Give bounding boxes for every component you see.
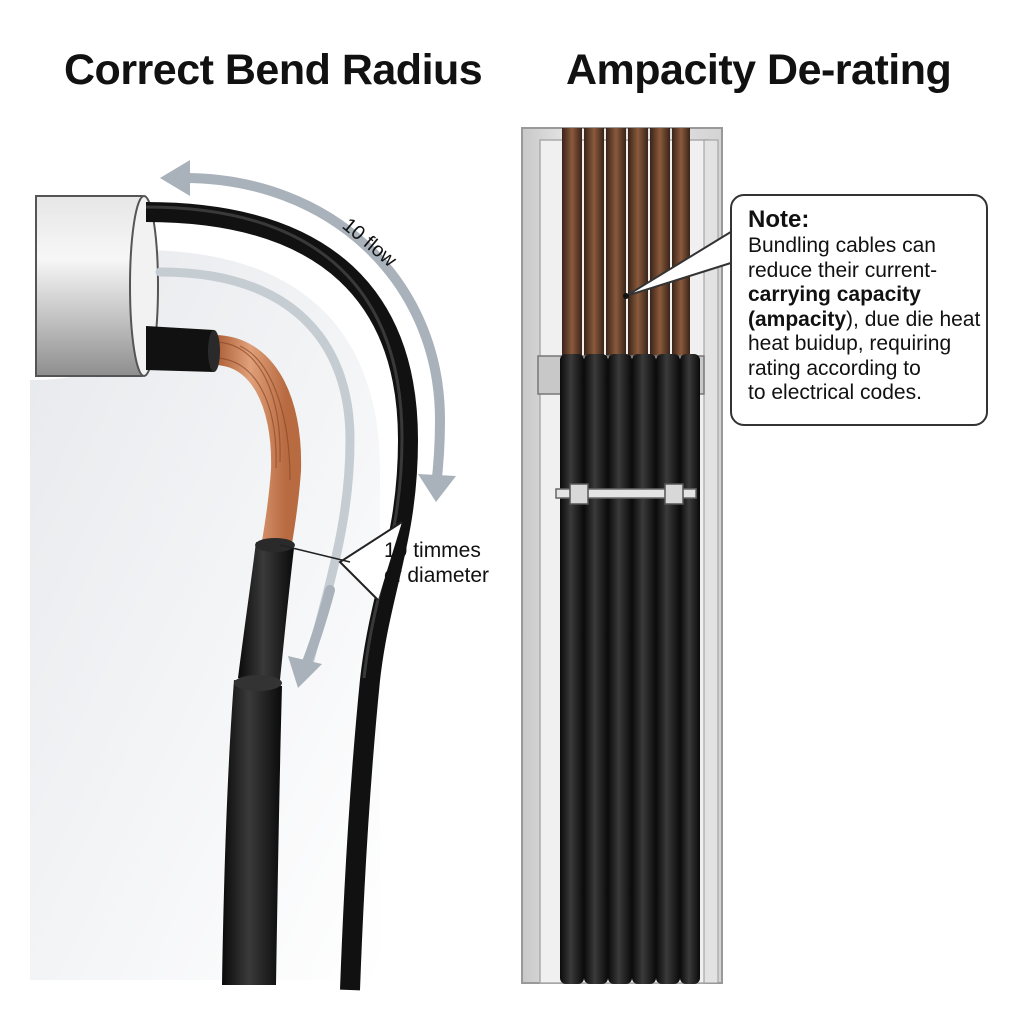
- inner-cable-jacket: [238, 542, 294, 680]
- bend-radius-label: 10 timmes of diameter: [384, 538, 489, 588]
- inner-cable-sheath-top: [146, 326, 214, 372]
- cable-tie-head-2: [664, 483, 684, 505]
- stripped-cable-5: [650, 128, 670, 360]
- cable-tie-head: [569, 483, 589, 505]
- bend-radius-title: Correct Bend Radius: [64, 46, 483, 94]
- bend-callout-pointer: [338, 521, 403, 601]
- sheath-cut-edge: [208, 330, 220, 372]
- bundled-cable-5: [656, 354, 680, 984]
- stripped-cable-4: [628, 128, 648, 360]
- note-line-3: carrying capacity: [748, 283, 921, 306]
- flow-arrow-down-head: [418, 474, 456, 502]
- bundled-cables: [560, 354, 700, 984]
- bundled-cable-2: [584, 354, 608, 984]
- inner-cable-outer-jacket: [222, 680, 282, 985]
- stripped-cable-tops: [562, 128, 690, 360]
- note-line-7: to electrical codes.: [748, 381, 922, 404]
- stripped-cable-3: [606, 128, 626, 360]
- bend-radius-label-line2: of diameter: [384, 564, 490, 587]
- note-line-2: reduce their current-: [748, 258, 938, 282]
- note-callout: Note: Bundling cables can reduce their c…: [730, 194, 988, 426]
- bend-callout-leader: [279, 544, 351, 563]
- note-line-4: (ampacity), due die heat: [748, 307, 980, 333]
- outer-jacket-edge: [234, 675, 282, 691]
- ampacity-panel: [521, 127, 735, 984]
- bend-radius-label-line1: 10 timmes: [384, 539, 481, 562]
- note-line-5: heat buidup, requiring: [748, 332, 952, 355]
- flow-arrow: [179, 173, 446, 491]
- copper-strands: [213, 341, 291, 481]
- flow-arrow-tail-head: [160, 160, 190, 196]
- cable-tie: [555, 483, 697, 505]
- stripped-cable-1: [562, 128, 582, 360]
- stripped-cable-6: [672, 128, 690, 360]
- note-line-4-bold: (ampacity: [748, 307, 847, 331]
- bundled-cable-4: [632, 354, 656, 984]
- bundled-cable-3: [608, 354, 632, 984]
- bundled-cable-1: [560, 354, 584, 984]
- radius-arrow-head: [288, 656, 322, 688]
- bend-radius-panel: [30, 160, 456, 991]
- note-pointer-dot: [623, 293, 629, 299]
- ampacity-title: Ampacity De-rating: [566, 46, 952, 94]
- note-line-1: Bundling cables can: [748, 234, 936, 257]
- note-title: Note:: [748, 206, 810, 233]
- note-line-4-rest: ), due die heat: [846, 307, 981, 331]
- copper-conductor: [212, 335, 302, 551]
- tray-rail: [703, 139, 719, 984]
- stripped-cable-2: [584, 128, 604, 360]
- note-line-6: rating according to: [748, 356, 921, 380]
- bundled-cable-6: [680, 354, 700, 984]
- jacket-cut-edge: [255, 538, 295, 552]
